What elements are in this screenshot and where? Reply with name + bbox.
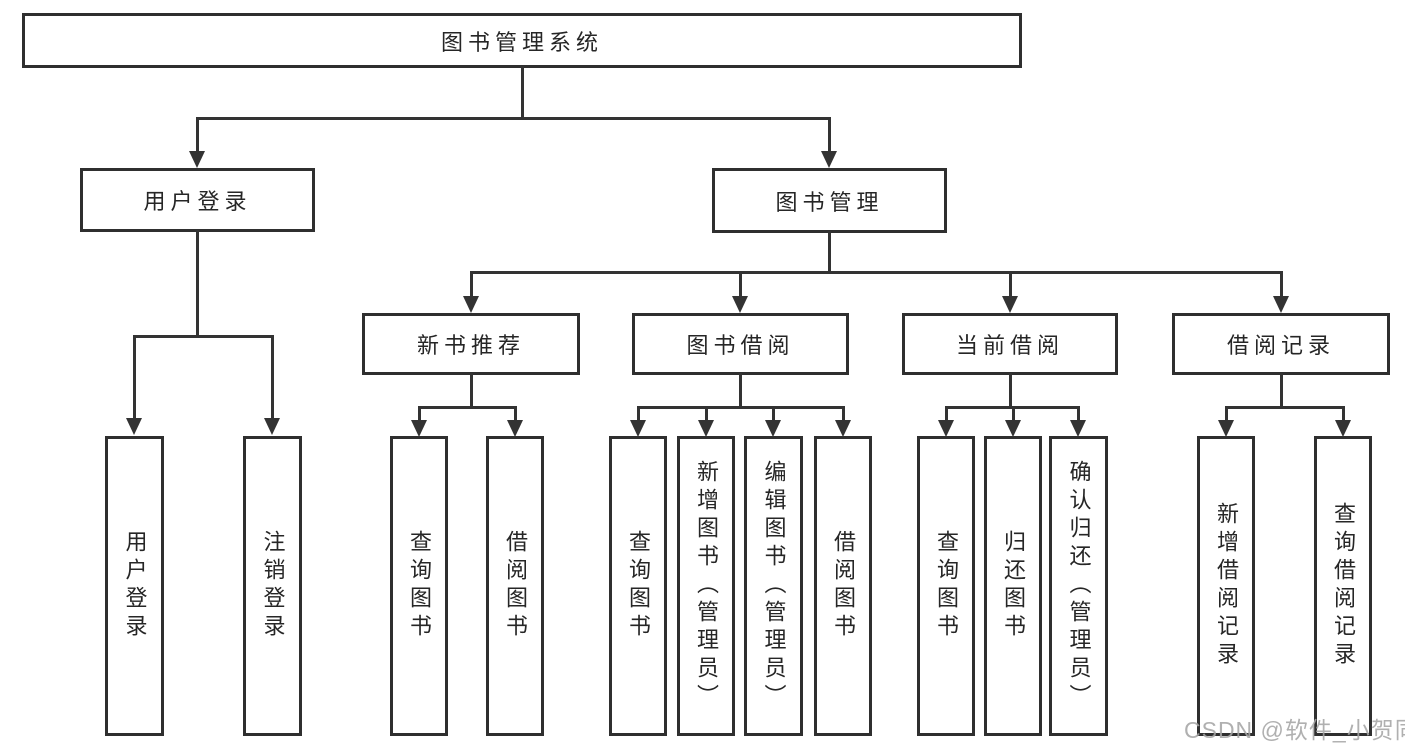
node-current-borrow: 当前借阅: [902, 313, 1118, 375]
connector-arrow-down: [263, 335, 281, 435]
leaf-add-borrow-record: 新增借阅记录: [1197, 436, 1255, 736]
connector-arrow-down: [410, 406, 428, 437]
leaf-query-books-current: 查询图书: [917, 436, 975, 736]
connector-arrow-down: [834, 406, 852, 437]
node-borrow-records: 借阅记录: [1172, 313, 1390, 375]
leaf-query-borrow-record: 查询借阅记录: [1314, 436, 1372, 736]
connector-arrow-down: [937, 406, 955, 437]
connector-vline: [1280, 373, 1283, 408]
csdn-watermark: CSDN @软件_小贺同学: [1184, 717, 1405, 743]
connector-arrow-down: [188, 117, 206, 168]
connector-hline: [1226, 406, 1343, 409]
leaf-query-books-borrow: 查询图书: [609, 436, 667, 736]
connector-arrow-down: [506, 406, 524, 437]
connector-vline: [1009, 373, 1012, 408]
connector-hline: [471, 271, 1281, 274]
connector-arrow-down: [820, 117, 838, 168]
connector-hline: [134, 335, 272, 338]
leaf-borrow-books: 借阅图书: [814, 436, 872, 736]
leaf-confirm-return-admin: 确认归还（管理员）: [1049, 436, 1108, 736]
leaf-borrow-books-recommend: 借阅图书: [486, 436, 544, 736]
leaf-edit-book-admin: 编辑图书（管理员）: [744, 436, 803, 736]
leaf-logout: 注销登录: [243, 436, 302, 736]
leaf-return-book: 归还图书: [984, 436, 1042, 736]
connector-arrow-down: [125, 335, 143, 435]
connector-arrow-down: [731, 271, 749, 313]
connector-arrow-down: [1272, 271, 1290, 313]
connector-arrow-down: [1217, 406, 1235, 437]
connector-arrow-down: [1069, 406, 1087, 437]
connector-arrow-down: [462, 271, 480, 313]
leaf-add-book-admin: 新增图书（管理员）: [677, 436, 735, 736]
connector-arrow-down: [629, 406, 647, 437]
node-book-borrow: 图书借阅: [632, 313, 849, 375]
node-user-login: 用户登录: [80, 168, 315, 232]
connector-arrow-down: [1004, 406, 1022, 437]
connector-arrow-down: [1001, 271, 1019, 313]
leaf-query-books-recommend: 查询图书: [390, 436, 448, 736]
connector-hline: [197, 117, 829, 120]
node-book-management: 图书管理: [712, 168, 947, 233]
connector-hline: [419, 406, 515, 409]
connector-vline: [739, 373, 742, 408]
connector-arrow-down: [697, 406, 715, 437]
connector-vline: [521, 66, 524, 119]
leaf-user-login: 用户登录: [105, 436, 164, 736]
node-library-management-system: 图书管理系统: [22, 13, 1022, 68]
connector-vline: [828, 231, 831, 273]
connector-vline: [196, 230, 199, 337]
connector-hline: [638, 406, 843, 409]
node-new-book-recommend: 新书推荐: [362, 313, 580, 375]
connector-vline: [470, 373, 473, 408]
connector-arrow-down: [1334, 406, 1352, 437]
connector-arrow-down: [764, 406, 782, 437]
